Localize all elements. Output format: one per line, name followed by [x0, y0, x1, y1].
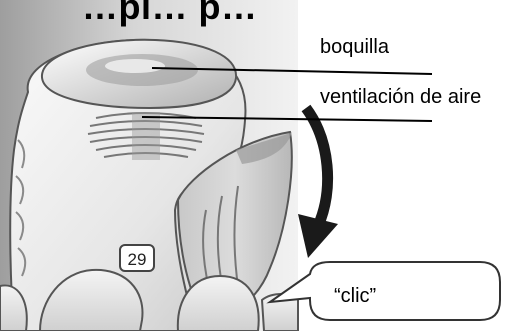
page-title: …pi… p…	[82, 0, 257, 28]
mouthpiece-label: boquilla	[320, 36, 389, 59]
curved-arrow-down-icon	[298, 108, 338, 258]
mouthpiece-highlight	[105, 59, 165, 73]
vent-center	[132, 112, 160, 160]
click-speech-bubble	[270, 262, 500, 320]
click-sound-label: “clic”	[334, 285, 376, 308]
dose-counter-value: 29	[128, 250, 147, 269]
air-vent-label: ventilación de aire	[320, 86, 481, 109]
